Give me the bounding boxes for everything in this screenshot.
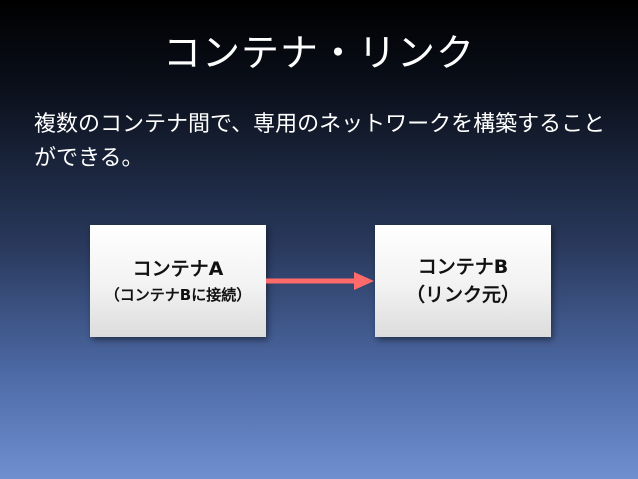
container-a-sublabel: （コンテナBに接続） bbox=[104, 286, 252, 304]
slide-body-text: 複数のコンテナ間で、専用のネットワークを構築することができる。 bbox=[34, 112, 606, 171]
slide-title: コンテナ・リンク bbox=[162, 31, 475, 75]
container-b-label: コンテナB bbox=[417, 256, 509, 278]
container-a-label: コンテナA bbox=[132, 258, 224, 280]
arrow-head bbox=[354, 272, 374, 290]
link-arrow-icon bbox=[266, 272, 374, 290]
container-b-box: コンテナB （リンク元） bbox=[375, 225, 551, 337]
container-a-box: コンテナA （コンテナBに接続） bbox=[90, 225, 266, 337]
container-b-sublabel: （リンク元） bbox=[405, 284, 520, 306]
